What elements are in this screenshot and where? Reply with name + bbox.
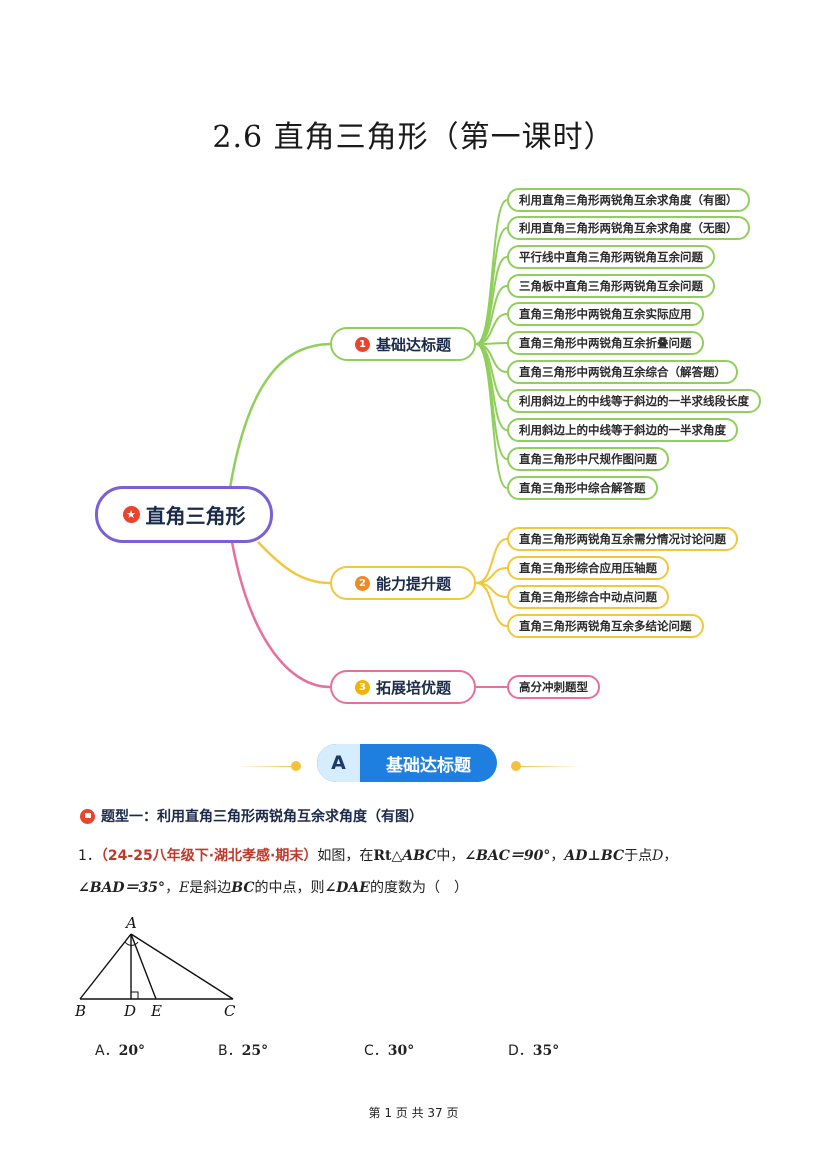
mindmap-leaf: 三角板中直角三角形两锐角互余问题: [507, 274, 715, 298]
page-title: 2.6 直角三角形（第一课时）: [0, 112, 827, 156]
math-ad-perp-bc: AD⊥BC: [564, 848, 625, 864]
dot-icon: [291, 761, 301, 771]
question-line-1: 1．（24-25八年级下·湖北孝感·期末）如图，在Rt△ABC中，∠BAC＝90…: [78, 845, 677, 865]
option-value: 20°: [118, 1043, 146, 1059]
math-angle-dae: ∠DAE: [324, 880, 370, 896]
mindmap-leaf: 直角三角形两锐角互余多结论问题: [507, 614, 704, 638]
label-e: E: [150, 1002, 162, 1020]
label-b: B: [74, 1002, 86, 1020]
section-header: A 基础达标题: [0, 742, 827, 782]
option-letter: D．: [508, 1043, 533, 1059]
number-badge-icon: 3: [354, 679, 370, 695]
question-type-label: 题型一：利用直角三角形两锐角互余求角度（有图）: [101, 809, 423, 825]
mindmap-root-label: 直角三角形: [145, 504, 246, 528]
mindmap-leaf: 利用斜边上的中线等于斜边的一半求角度: [507, 418, 738, 442]
connector-root-branch2: [257, 541, 331, 585]
question-line-2: ∠BAD＝35°，E是斜边BC的中点，则∠DAE的度数为（ ）: [78, 877, 468, 897]
mindmap-branch-label: 能力提升题: [375, 574, 451, 593]
segment-ae: [130, 933, 157, 1000]
math-d: D: [652, 848, 664, 864]
title-text: 直角三角形（第一课时）: [273, 120, 615, 155]
mindmap-branch-basic: 1 基础达标题: [330, 327, 476, 361]
label-a: A: [124, 914, 137, 932]
mindmap-leaf: 利用斜边上的中线等于斜边的一半求线段长度: [507, 389, 761, 413]
mindmap-leaf: 直角三角形两锐角互余需分情况讨论问题: [507, 527, 738, 551]
label-c: C: [224, 1002, 236, 1020]
mindmap-leaf: 利用直角三角形两锐角互余求角度（有图）: [507, 188, 750, 212]
mindmap-branch-advanced: 2 能力提升题: [330, 566, 476, 600]
math-angle-bac: ∠BAC＝90°: [464, 848, 551, 864]
connector-root-branch3: [230, 541, 331, 689]
mindmap-leaf: 高分冲刺题型: [507, 675, 600, 699]
option-d[interactable]: D．35°: [508, 1040, 559, 1060]
math-angle-bad: ∠BAD＝35°: [78, 880, 166, 896]
math-bc: BC: [231, 880, 255, 896]
mindmap-leaf: 直角三角形中两锐角互余实际应用: [507, 302, 704, 326]
divider: [520, 766, 582, 767]
question-type-heading: 题型一：利用直角三角形两锐角互余求角度（有图）: [80, 806, 423, 826]
mindmap-leaf: 平行线中直角三角形两锐角互余问题: [507, 245, 715, 269]
question-text: ，: [550, 848, 565, 864]
mindmap-leaf: 直角三角形中综合解答题: [507, 476, 658, 500]
triangle-symbol: △: [391, 848, 403, 864]
option-value: 30°: [387, 1043, 415, 1059]
triangle-figure: A B D E C: [74, 914, 236, 1020]
math-abc: ABC: [402, 848, 437, 864]
mindmap-connectors: [228, 199, 508, 689]
connector-root-branch1: [228, 342, 331, 489]
mindmap-branch-extension: 3 拓展培优题: [330, 670, 476, 704]
mindmap-leaf: 直角三角形综合应用压轴题: [507, 556, 669, 580]
question-source: （24-25八年级下·湖北孝感·期末）: [100, 848, 318, 864]
option-letter: C．: [364, 1043, 388, 1059]
mindmap-root: ★ 直角三角形: [95, 486, 273, 543]
page-footer: 第 1 页 共 37 页: [368, 1106, 459, 1120]
mindmap-branch-label: 基础达标题: [375, 335, 451, 354]
title-number: 2.6: [212, 120, 264, 155]
question-text: 中，: [436, 848, 465, 864]
mindmap-leaf: 利用直角三角形两锐角互余求角度（无图）: [507, 216, 750, 240]
option-value: 25°: [241, 1043, 269, 1059]
label-d: D: [123, 1002, 136, 1020]
number-badge-icon: 1: [354, 336, 370, 352]
mindmap-branch-label: 拓展培优题: [375, 678, 451, 697]
question-text: 如图，在: [317, 848, 374, 864]
math-rt: Rt: [373, 848, 392, 864]
option-c[interactable]: C．30°: [364, 1040, 414, 1060]
question-number: 1．: [78, 848, 101, 864]
divider: [235, 766, 297, 767]
mindmap-leaf: 直角三角形综合中动点问题: [507, 585, 669, 609]
section-label: 基础达标题: [386, 755, 471, 776]
mindmap-leaf: 直角三角形中尺规作图问题: [507, 447, 669, 471]
option-b[interactable]: B．25°: [218, 1040, 268, 1060]
math-e: E: [179, 880, 190, 896]
dot-icon: [511, 761, 521, 771]
flag-icon: [80, 808, 95, 824]
question-text: 的度数为（ ）: [369, 880, 468, 896]
question-text: 的中点，则: [254, 880, 325, 896]
connectors-branch2: [475, 538, 508, 627]
option-letter: A．: [95, 1043, 119, 1059]
number-badge-icon: 2: [354, 575, 370, 591]
section-pill: A 基础达标题: [317, 744, 497, 782]
segment-ac: [130, 933, 234, 1000]
option-value: 35°: [532, 1043, 560, 1059]
connectors-branch1: [475, 199, 508, 489]
question-text: ，: [663, 848, 678, 864]
option-letter: B．: [218, 1043, 242, 1059]
section-letter: A: [317, 744, 360, 782]
question-text: 于点: [624, 848, 653, 864]
option-a[interactable]: A．20°: [95, 1040, 145, 1060]
question-text: 是斜边: [189, 880, 232, 896]
question-text: ，: [165, 880, 180, 896]
star-icon: ★: [122, 506, 140, 523]
mindmap-leaf: 直角三角形中两锐角互余综合（解答题）: [507, 360, 738, 384]
angle-arc: [124, 941, 139, 946]
segment-ab: [79, 933, 132, 1000]
right-angle-mark: [131, 991, 139, 999]
mindmap-leaf: 直角三角形中两锐角互余折叠问题: [507, 331, 704, 355]
